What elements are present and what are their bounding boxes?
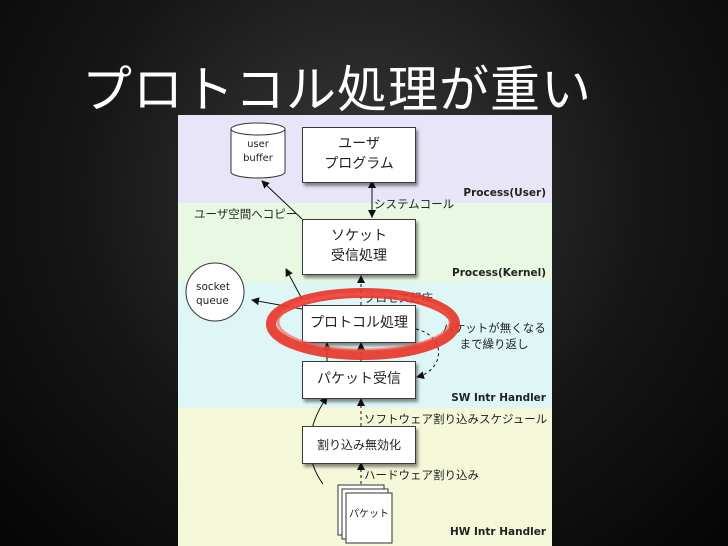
edge-copy-to-user [261,180,303,220]
label-copy-to-user: ユーザ空間へコピー [194,207,298,221]
node-socket-queue: socket queue [196,281,230,308]
node-socket-recv: ソケット 受信処理 [302,219,416,275]
node-intr-disable: 割り込み無効化 [302,426,416,464]
node-packet: パケット [349,509,389,520]
packet-stack [337,484,393,544]
node-packet-recv: パケット受信 [302,361,416,399]
label-syscall: システムコール [374,197,455,211]
node-user-buffer: user buffer [243,139,273,164]
slide-title: プロトコル処理が重い [82,61,592,119]
region-label-sw: SW Intr Handler [451,392,546,404]
node-protocol: プロトコル処理 [302,305,416,343]
protocol-stack-diagram: ユーザ プログラム ソケット 受信処理 プロトコル処理 パケット受信 割り込み無… [178,115,552,546]
label-process-wakeup: プロセス起床 [364,291,433,305]
region-label-kernel: Process(Kernel) [452,267,546,279]
label-sw-sched: ソフトウェア割り込みスケジュール [364,412,548,426]
edge-enqueue [251,297,303,310]
region-label-user: Process(User) [463,187,546,199]
label-hw-intr: ハードウェア割り込み [364,468,479,482]
edge-protocol-to-socket [285,268,303,300]
user-buffer-cylinder [230,122,286,179]
node-user-program: ユーザ プログラム [302,127,416,183]
region-label-hw: HW Intr Handler [449,526,546,538]
socket-queue-circle [185,262,245,322]
label-loop: パケットが無くなる まで繰り返し [442,321,546,351]
